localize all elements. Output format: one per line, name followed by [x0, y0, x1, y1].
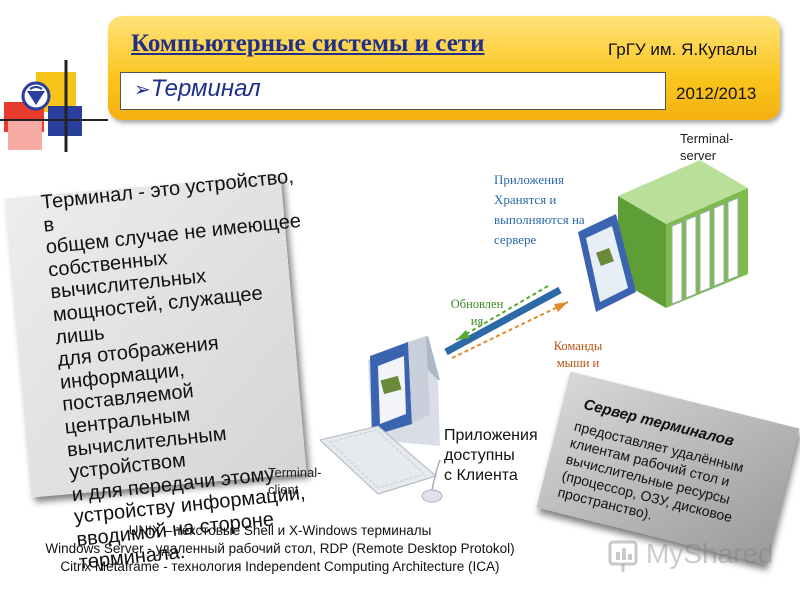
server-icon — [618, 160, 748, 308]
label-line: выполняются на — [494, 212, 585, 227]
footer-line: UNIX – текстовые Shell и X-Windows терми… — [128, 523, 432, 538]
academic-year: 2012/2013 — [676, 84, 757, 103]
label-line: Команды — [553, 339, 603, 353]
label-line: мыши и — [556, 356, 600, 370]
footer-line: Windows Server - удаленный рабочий стол,… — [45, 541, 515, 556]
commands-label: Команды мыши и — [538, 338, 618, 372]
myshared-logo-icon — [608, 540, 638, 572]
topic-title: ➢Терминал — [134, 75, 261, 103]
label-line: ия — [470, 314, 484, 328]
label-line: Приложения — [494, 172, 564, 187]
label-line: client — [268, 482, 299, 497]
bullet-arrow-icon: ➢ — [134, 79, 151, 101]
label-line: server — [680, 148, 717, 163]
label-line: Приложения — [444, 427, 538, 444]
apps-on-server-label: Приложения Хранятся и выполняются на сер… — [494, 170, 594, 250]
course-title: Компьютерные системы и сети — [131, 30, 485, 57]
label-line: Terminal- — [268, 465, 322, 480]
data-arrows — [444, 285, 569, 359]
watermark-text: MyShared — [646, 538, 774, 569]
university-name: ГрГУ им. Я.Купалы — [608, 40, 758, 59]
updates-label: Обновлен ия — [432, 296, 522, 330]
terminal-client-label: Terminal- client — [268, 464, 348, 498]
mouse-icon — [421, 459, 443, 503]
footer-line: Citrix Metaframe - технология Independen… — [60, 559, 500, 574]
keyboard-icon — [318, 425, 438, 495]
footer-notes: UNIX – текстовые Shell и X-Windows терми… — [0, 522, 560, 576]
remote-desktop-panel — [578, 214, 636, 312]
label-line: Terminal- — [680, 131, 734, 146]
label-line: Хранятся и — [494, 192, 557, 207]
client-monitor-icon — [368, 336, 440, 446]
topic-text: Терминал — [150, 75, 261, 102]
topic-box — [120, 72, 666, 110]
label-line: Обновлен — [450, 297, 504, 311]
label-line: сервере — [494, 232, 537, 247]
label-line: с Клиента — [444, 467, 518, 484]
university-logo — [0, 60, 108, 152]
terminal-server-label: Terminal- server — [680, 130, 760, 164]
label-line: доступны — [444, 447, 515, 464]
apps-on-client-label: Приложения доступны с Клиента — [444, 426, 564, 486]
